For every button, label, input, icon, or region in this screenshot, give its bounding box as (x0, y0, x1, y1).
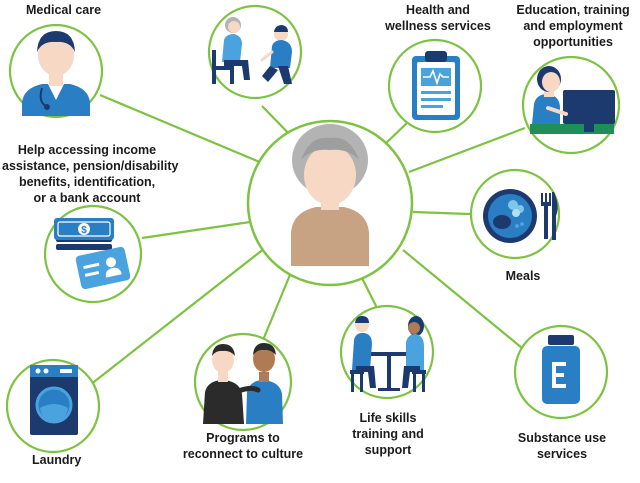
label-line: services (536, 447, 588, 461)
two-people-icon (203, 343, 283, 424)
node-laundry (5, 358, 101, 454)
connector-laundry (89, 247, 266, 386)
label-line: assistance, pension/disability (2, 159, 179, 173)
node-education (521, 55, 621, 155)
label-line: Meals (505, 269, 541, 283)
connector-income (141, 220, 251, 240)
label-substance: Substance use services (512, 430, 612, 462)
label-health: Health and wellness services (382, 2, 494, 34)
clipboard-heartbeat-icon (412, 51, 460, 120)
node-income: $ (43, 204, 143, 304)
label-line: Education, training (516, 3, 630, 17)
label-culture: Programs to reconnect to culture (178, 430, 308, 462)
elderly-person-icon (291, 124, 369, 266)
label-line: benefits, identification, (18, 175, 156, 189)
connector-culture (261, 269, 294, 341)
label-meals: Meals (500, 268, 546, 284)
money-and-id-card-icon: $ (54, 218, 131, 290)
label-income: Help accessing income assistance, pensio… (2, 142, 179, 206)
connector-education (408, 126, 526, 174)
node-health (387, 38, 483, 134)
label-line: Laundry (32, 453, 82, 467)
label-line: Life skills (359, 411, 417, 425)
svg-text:$: $ (81, 225, 87, 236)
label-line: Substance use (517, 431, 607, 445)
connector-medical (99, 93, 263, 165)
node-substance (513, 324, 609, 420)
node-counselling (207, 4, 303, 100)
counselling-session-icon (212, 17, 292, 84)
label-line: or a bank account (33, 191, 141, 205)
label-medical: Medical care (26, 2, 101, 18)
center-elderly-person (246, 119, 414, 287)
label-line: opportunities (533, 35, 613, 49)
label-laundry: Laundry (32, 452, 81, 468)
node-meals (469, 168, 561, 260)
people-at-table-icon (350, 316, 426, 392)
person-at-computer-icon (530, 66, 615, 134)
label-line: training and (352, 427, 424, 441)
label-line: Health and (406, 3, 470, 17)
label-line: support (364, 443, 412, 457)
label-line: Medical care (26, 3, 102, 17)
node-lifeskills (339, 304, 435, 400)
connector-substance (402, 249, 523, 349)
label-line: Help accessing income (17, 143, 157, 157)
label-lifeskills: Life skills training and support (340, 410, 436, 458)
label-line: reconnect to culture (182, 447, 304, 461)
washing-machine-icon (30, 365, 78, 435)
plate-fork-knife-icon (483, 189, 558, 243)
label-line: Programs to (206, 431, 280, 445)
node-culture (193, 332, 293, 432)
connector-meals (412, 210, 471, 216)
label-education: Education, training and employment oppor… (508, 2, 638, 50)
doctor-icon (22, 31, 90, 116)
node-medical (8, 23, 104, 119)
connector-lines (89, 93, 526, 386)
label-line: and employment (523, 19, 623, 33)
medicine-bottle-icon (542, 335, 580, 404)
label-line: wellness services (385, 19, 491, 33)
